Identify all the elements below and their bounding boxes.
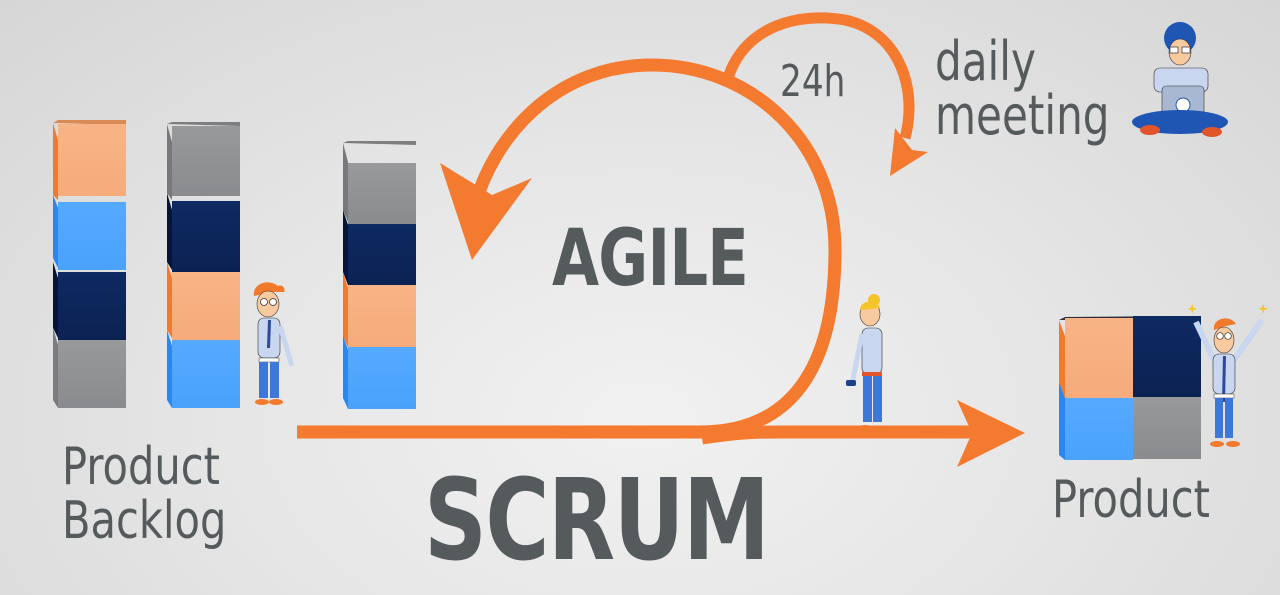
woman-with-phone-icon: [846, 294, 886, 433]
scrum-title: SCRUM: [424, 456, 770, 586]
daily-cycle-arrowhead: [890, 128, 928, 176]
block-blue: [343, 335, 416, 409]
product-backlog-line-2: Backlog: [62, 491, 227, 551]
agile-title: AGILE: [552, 214, 749, 304]
block-peach: [1059, 318, 1133, 398]
block-blue: [167, 330, 240, 408]
celebrating-man-icon: [1187, 304, 1268, 447]
daily-meeting-line-1: daily: [935, 30, 1036, 93]
scrum-arrowhead: [957, 400, 1025, 467]
product-backlog-line-1: Product: [62, 437, 220, 497]
product-backlog-label: Product Backlog: [62, 440, 226, 548]
block-navy: [167, 193, 240, 272]
block-gray: [1133, 397, 1201, 459]
thinking-man-icon: [253, 282, 295, 405]
block-gray: [53, 328, 126, 408]
backlog-stack-2: [167, 122, 240, 408]
sprint-stack: [343, 141, 416, 409]
developer-with-laptop-icon: [1132, 22, 1228, 137]
product-grid: [1059, 316, 1201, 460]
product-label: Product: [1052, 470, 1210, 530]
daily-cycle-loop: [722, 12, 915, 140]
block-navy: [53, 262, 126, 340]
daily-meeting-label: daily meeting: [935, 35, 1110, 143]
block-blue: [1059, 382, 1133, 460]
block-navy: [1133, 316, 1201, 397]
block-peach: [343, 272, 416, 348]
scrum-line: [297, 58, 842, 439]
cycle-24h-label: 24h: [780, 56, 846, 107]
block-gray: [167, 122, 240, 200]
block-blue: [53, 195, 126, 270]
backlog-stack-1: [53, 120, 126, 408]
scrum-arrow-line: [700, 425, 975, 445]
block-peach: [167, 262, 240, 340]
daily-meeting-line-2: meeting: [935, 84, 1110, 147]
agile-loop-arrowhead: [440, 163, 532, 260]
block-navy: [343, 210, 416, 286]
block-peach: [53, 120, 126, 200]
block-gray: [343, 141, 416, 225]
